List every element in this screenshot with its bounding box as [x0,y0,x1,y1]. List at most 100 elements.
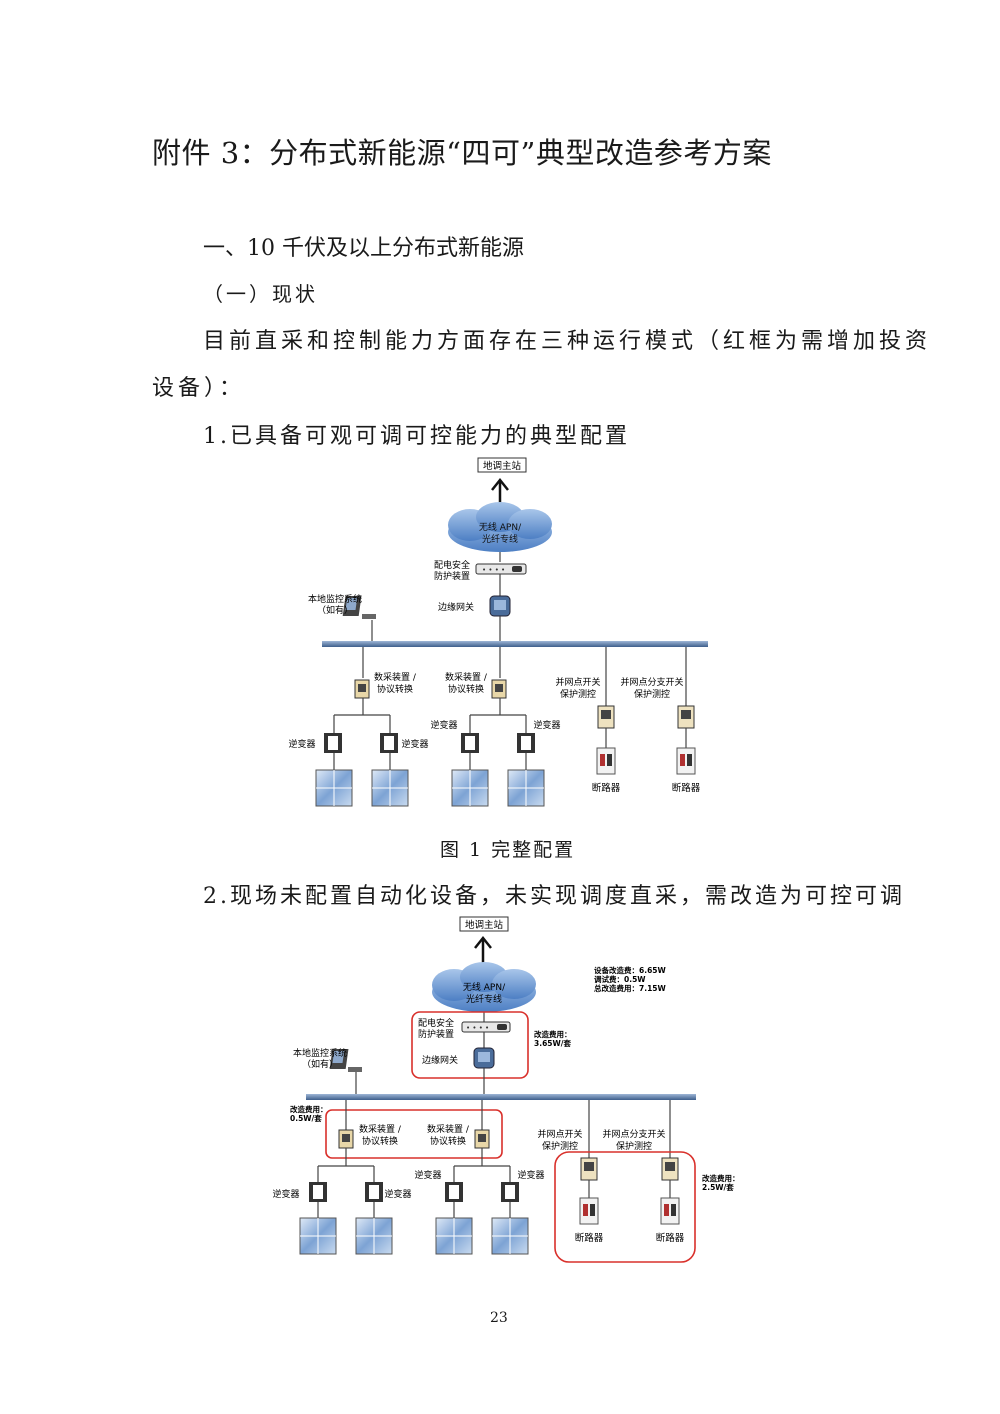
gateway-label: 边缘网关 [422,1054,458,1066]
security-label-2: 防护装置 [418,1028,454,1040]
figure-1-caption: 图 1 完整配置 [440,839,576,861]
cost-gateway-1: 改造费用： [534,1029,572,1039]
paragraph-line-2: 设备）： [152,376,246,401]
inverter-label: 逆变器 [533,719,560,731]
cloud-label-2: 光纤专线 [482,533,518,545]
solar-panel-icon [371,769,409,807]
local-monitor-icon [342,596,376,619]
breaker-label: 断路器 [575,1232,604,1244]
breaker-icon [660,1197,680,1225]
inverter-icon [380,733,398,753]
figure-1-diagram: 地调主站 无线 APN/ 光纤专线 • • • • 配电安全 防护装置 边缘网关… [288,457,708,807]
breaker-label: 断路器 [672,782,701,794]
svg-text:• • • •: • • • • [466,1024,489,1032]
collector-1-label-2: 协议转换 [362,1135,398,1147]
switch-1-label-2: 保护测控 [542,1140,578,1152]
inverter-label: 逆变器 [401,738,428,750]
solar-panel-icon [299,1217,337,1255]
collector-2-label-1: 数采装置 / [445,671,488,683]
inverter-label: 逆变器 [288,738,315,750]
inverter-icon [365,1182,383,1202]
breaker-icon [596,747,616,775]
protection-relay-icon [661,1157,679,1181]
solar-panel-icon [315,769,353,807]
solar-panel-icon [507,769,545,807]
cost-summary-2: 调试费：0.5W [594,974,646,984]
protection-relay-icon [580,1157,598,1181]
upgrade-box-switches [554,1151,696,1263]
switch-2-label-1: 并网点分支开关 [620,676,683,688]
main-bus [322,641,708,647]
solar-panel-icon [435,1217,473,1255]
collector-2-label-1: 数采装置 / [427,1123,470,1135]
page-number: 23 [490,1310,508,1326]
cost-switch-2: 2.5W/套 [702,1182,734,1192]
cost-switch-1: 改造费用： [702,1173,740,1183]
inverter-label: 逆变器 [414,1169,441,1181]
inverter-icon [324,733,342,753]
list-item-2: 2.现场未配置自动化设备，未实现调度直采，需改造为可控可调 [203,884,905,909]
switch-2-label-2: 保护测控 [616,1140,652,1152]
switch-2-label-1: 并网点分支开关 [602,1128,665,1140]
security-label-2: 防护装置 [434,570,470,582]
master-station-label: 地调主站 [483,460,522,472]
network-cloud [432,962,536,1012]
main-bus [306,1094,696,1100]
collector-1-label-1: 数采装置 / [374,671,417,683]
paragraph-line-1: 目前直采和控制能力方面存在三种运行模式（红框为需增加投资 [203,329,932,354]
inverter-icon [445,1182,463,1202]
local-monitor-label-1: 本地监控系统 [293,1047,347,1059]
page-title: 附件 3：分布式新能源“四可”典型改造参考方案 [152,136,772,170]
switch-1-label-2: 保护测控 [560,688,596,700]
section-heading: 一、10 千伏及以上分布式新能源 [203,236,524,261]
inverter-label: 逆变器 [272,1188,299,1200]
inverter-icon [309,1182,327,1202]
inverter-label: 逆变器 [384,1188,411,1200]
collector-2-label-2: 协议转换 [430,1135,466,1147]
master-station-label: 地调主站 [465,919,504,931]
cloud-label-1: 无线 APN/ [463,981,506,993]
collector-1-label-1: 数采装置 / [359,1123,402,1135]
master-station-box [459,916,509,932]
security-label-1: 配电安全 [418,1017,454,1029]
local-monitor-label-2: （如有） [317,604,353,616]
cost-gateway-2: 3.65W/套 [534,1038,572,1048]
list-item-1: 1.已具备可观可调可控能力的典型配置 [203,424,630,449]
figure-2-diagram: 地调主站 设备改造费：6.65W 调试费：0.5W 总改造费用：7.15W 无线… [272,916,740,1263]
switch-1-label-1: 并网点开关 [555,676,600,688]
subsection-heading: （一）现状 [203,282,318,306]
solar-panel-icon [451,769,489,807]
cost-collector-2: 0.5W/套 [290,1113,322,1123]
cost-summary-1: 设备改造费：6.65W [594,965,667,975]
solar-panel-icon [491,1217,529,1255]
breaker-icon [676,747,696,775]
protection-relay-icon [597,705,615,729]
cost-summary-3: 总改造费用：7.15W [594,983,667,993]
breaker-label: 断路器 [592,782,621,794]
security-label-1: 配电安全 [434,559,470,571]
inverter-icon [501,1182,519,1202]
cloud-label-1: 无线 APN/ [479,521,522,533]
cloud-label-2: 光纤专线 [466,993,502,1005]
cost-collector-1: 改造费用： [290,1104,328,1114]
upgrade-box-collectors [325,1109,503,1159]
local-monitor-label-1: 本地监控系统 [308,593,362,605]
breaker-icon [579,1197,599,1225]
master-station-box [477,457,527,473]
protection-relay-icon [677,705,695,729]
collector-1-label-2: 协议转换 [377,683,413,695]
inverter-icon [517,733,535,753]
switch-1-label-1: 并网点开关 [537,1128,582,1140]
inverter-icon [461,733,479,753]
inverter-label: 逆变器 [430,719,457,731]
local-monitor-label-2: （如有） [302,1058,338,1070]
solar-panel-icon [355,1217,393,1255]
inverter-label: 逆变器 [517,1169,544,1181]
gateway-label: 边缘网关 [438,601,474,613]
upgrade-box-gateway [411,1011,529,1079]
breaker-label: 断路器 [656,1232,685,1244]
network-cloud [448,502,552,552]
local-monitor-icon [329,1049,362,1072]
switch-2-label-2: 保护测控 [634,688,670,700]
svg-text:• • • •: • • • • [482,566,505,574]
